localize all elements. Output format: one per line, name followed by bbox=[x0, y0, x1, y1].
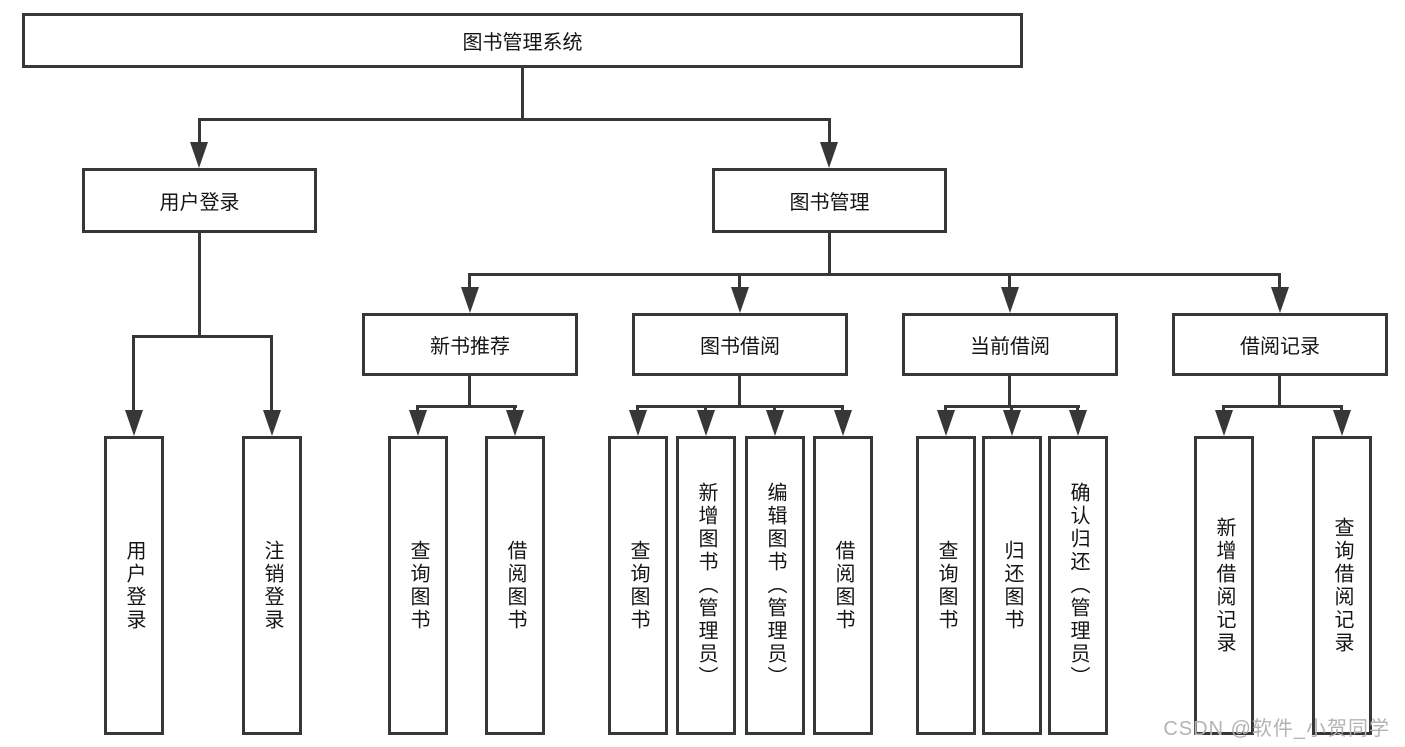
leaf-query-books-recommend: 查询图书 bbox=[388, 436, 448, 735]
connector-line bbox=[1222, 405, 1343, 408]
connector-line bbox=[468, 376, 471, 408]
arrow-down-icon bbox=[1069, 410, 1087, 436]
node-library-system: 图书管理系统 bbox=[22, 13, 1023, 68]
leaf-edit-book-admin: 编辑图书（管理员） bbox=[745, 436, 805, 735]
arrow-down-icon bbox=[190, 142, 208, 168]
node-new-book-recommend: 新书推荐 bbox=[362, 313, 578, 376]
arrow-down-icon bbox=[1333, 410, 1351, 436]
leaf-confirm-return-admin: 确认归还（管理员） bbox=[1048, 436, 1108, 735]
arrow-down-icon bbox=[125, 410, 143, 436]
arrow-down-icon bbox=[731, 287, 749, 313]
leaf-user-login: 用户登录 bbox=[104, 436, 164, 735]
connector-line bbox=[828, 118, 831, 146]
arrow-down-icon bbox=[834, 410, 852, 436]
leaf-query-books-current: 查询图书 bbox=[916, 436, 976, 735]
connector-line bbox=[636, 405, 844, 408]
connector-line bbox=[198, 118, 201, 146]
node-borrow-records: 借阅记录 bbox=[1172, 313, 1388, 376]
connector-line bbox=[1278, 376, 1281, 408]
connector-line bbox=[1278, 273, 1281, 289]
connector-line bbox=[738, 376, 741, 408]
node-book-borrow: 图书借阅 bbox=[632, 313, 848, 376]
leaf-return-book: 归还图书 bbox=[982, 436, 1042, 735]
node-current-borrow: 当前借阅 bbox=[902, 313, 1118, 376]
arrow-down-icon bbox=[1271, 287, 1289, 313]
connector-line bbox=[132, 335, 135, 415]
connector-line bbox=[521, 68, 524, 121]
node-book-management: 图书管理 bbox=[712, 168, 947, 233]
arrow-down-icon bbox=[1003, 410, 1021, 436]
arrow-down-icon bbox=[409, 410, 427, 436]
leaf-add-book-admin: 新增图书（管理员） bbox=[676, 436, 736, 735]
connector-line bbox=[198, 233, 201, 338]
leaf-borrow-books-recommend: 借阅图书 bbox=[485, 436, 545, 735]
connector-line bbox=[198, 118, 831, 121]
connector-line bbox=[1008, 376, 1011, 408]
node-user-login: 用户登录 bbox=[82, 168, 317, 233]
connector-line bbox=[416, 405, 517, 408]
leaf-add-borrow-record: 新增借阅记录 bbox=[1194, 436, 1254, 735]
csdn-watermark: CSDN @软件_小贺同学 bbox=[1163, 718, 1390, 740]
arrow-down-icon bbox=[263, 410, 281, 436]
leaf-logout: 注销登录 bbox=[242, 436, 302, 735]
arrow-down-icon bbox=[506, 410, 524, 436]
connector-line bbox=[132, 335, 273, 338]
connector-line bbox=[468, 273, 1281, 276]
arrow-down-icon bbox=[629, 410, 647, 436]
arrow-down-icon bbox=[1001, 287, 1019, 313]
connector-line bbox=[270, 335, 273, 415]
leaf-borrow-books: 借阅图书 bbox=[813, 436, 873, 735]
arrow-down-icon bbox=[1215, 410, 1233, 436]
arrow-down-icon bbox=[820, 142, 838, 168]
arrow-down-icon bbox=[697, 410, 715, 436]
connector-line bbox=[828, 233, 831, 276]
connector-line bbox=[738, 273, 741, 289]
arrow-down-icon bbox=[766, 410, 784, 436]
leaf-query-books-borrow: 查询图书 bbox=[608, 436, 668, 735]
arrow-down-icon bbox=[937, 410, 955, 436]
connector-line bbox=[1008, 273, 1011, 289]
connector-line bbox=[468, 273, 471, 289]
leaf-query-borrow-record: 查询借阅记录 bbox=[1312, 436, 1372, 735]
arrow-down-icon bbox=[461, 287, 479, 313]
